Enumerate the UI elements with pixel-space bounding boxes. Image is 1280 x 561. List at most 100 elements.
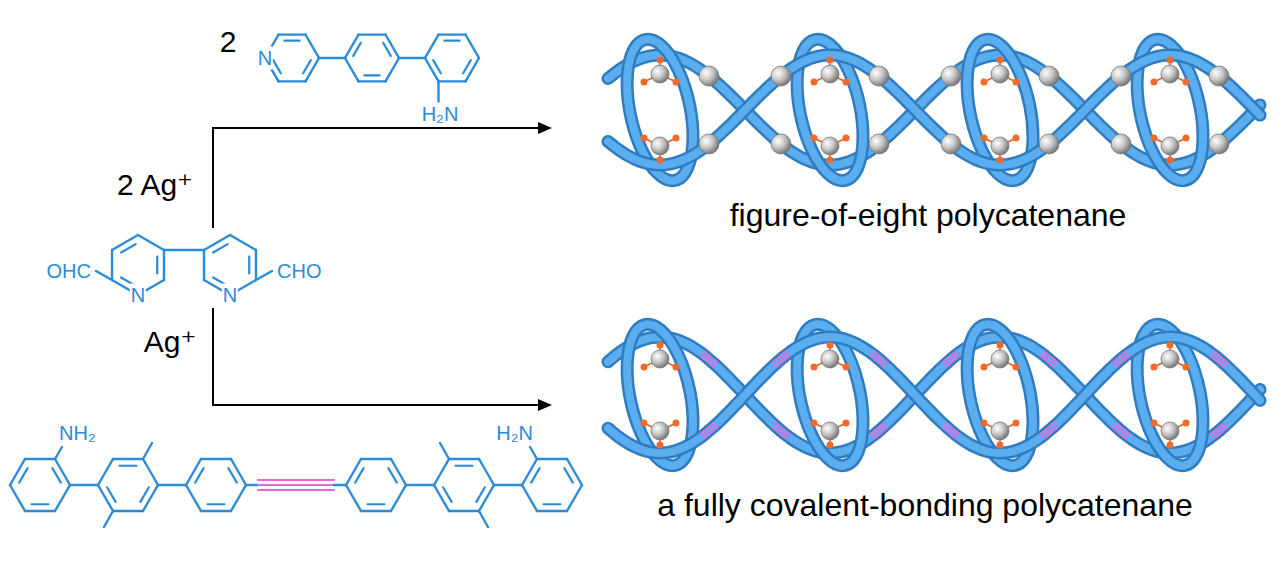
- ring-bond: [346, 485, 361, 511]
- ring-bond: [55, 485, 70, 511]
- donor-atom: [1183, 364, 1190, 371]
- donor-atom: [673, 79, 680, 86]
- donor-atom: [843, 79, 850, 86]
- double-bond: [463, 60, 471, 73]
- donor-atom: [1151, 420, 1158, 427]
- silver-ion: [941, 134, 961, 154]
- ring-bond: [279, 33, 306, 35]
- silver-ion: [869, 134, 889, 154]
- double-bond: [140, 487, 148, 502]
- double-bond: [213, 244, 228, 252]
- amine-bond: [437, 81, 439, 102]
- silver-ion: [1161, 65, 1179, 83]
- silver-ion: [1039, 134, 1059, 154]
- double-bond: [228, 468, 236, 483]
- double-bond: [433, 60, 441, 73]
- donor-atom: [1167, 157, 1174, 164]
- double-bond: [52, 468, 60, 483]
- ring-bond: [359, 33, 386, 35]
- ring-bond: [522, 485, 537, 511]
- donor-atom: [1183, 135, 1190, 142]
- silver-ion: [869, 66, 889, 86]
- atom-label: N: [130, 284, 146, 307]
- bond-line: [164, 249, 204, 251]
- helix-strand: [608, 55, 1260, 165]
- ring-bond: [113, 458, 143, 460]
- donor-atom: [673, 135, 680, 142]
- silver-ion: [699, 66, 719, 86]
- ring-bond: [306, 35, 320, 58]
- donor-atom: [1167, 342, 1174, 349]
- alkyne-mark: [1210, 356, 1224, 368]
- helix-strand: [608, 55, 1260, 165]
- donor-atom: [981, 135, 988, 142]
- alkyne-bond: [258, 479, 334, 481]
- atom-label: NH₂: [58, 422, 97, 445]
- double-bond: [353, 43, 361, 56]
- ring-bond: [386, 58, 400, 81]
- donor-atom: [811, 420, 818, 427]
- donor-atom: [1013, 79, 1020, 86]
- methyl-bond: [143, 443, 152, 459]
- ring-bond: [346, 459, 361, 485]
- silver-ion: [771, 66, 791, 86]
- donor-atom: [997, 442, 1004, 449]
- ring-bond: [522, 459, 537, 485]
- bond-line: [158, 484, 186, 486]
- silver-ion: [1161, 350, 1179, 368]
- ring-bond: [537, 510, 567, 512]
- bond-line: [494, 484, 522, 486]
- ring-bond: [359, 80, 386, 82]
- donor-atom: [673, 364, 680, 371]
- silver-ion: [991, 422, 1009, 440]
- double-bond: [284, 40, 299, 42]
- helix-strand: [608, 337, 1260, 453]
- donor-atom: [981, 364, 988, 371]
- bond-line: [70, 484, 98, 486]
- atom-label: OHC: [46, 260, 92, 283]
- double-bond: [531, 468, 539, 483]
- ring-bond: [361, 458, 391, 460]
- donor-atom: [1013, 135, 1020, 142]
- double-bond: [364, 74, 379, 76]
- ring-bond: [143, 485, 158, 511]
- donor-atom: [827, 442, 834, 449]
- ring-bond: [425, 58, 439, 81]
- donor-atom: [827, 57, 834, 64]
- alkyne-mark: [946, 356, 960, 368]
- silver-ion: [771, 134, 791, 154]
- silver-ion: [651, 350, 669, 368]
- donor-atom: [981, 79, 988, 86]
- donor-atom: [657, 57, 664, 64]
- donor-atom: [673, 420, 680, 427]
- alkyne-mark: [942, 427, 956, 439]
- atom-label: H₂N: [421, 103, 460, 126]
- alkyne-bond: [258, 489, 334, 491]
- reagent-label: Ag⁺: [144, 325, 197, 360]
- helix-strand: [608, 337, 1260, 453]
- silver-ion: [821, 350, 839, 368]
- reaction-arrow: [213, 128, 540, 228]
- donor-atom: [827, 157, 834, 164]
- silver-ion: [651, 65, 669, 83]
- ring-bond: [434, 485, 449, 511]
- donor-atom: [1167, 442, 1174, 449]
- ring-bond: [466, 58, 480, 81]
- alkyne-mark: [874, 427, 888, 439]
- double-bond: [208, 503, 225, 505]
- ring-bond: [55, 459, 70, 485]
- donor-atom: [1151, 364, 1158, 371]
- ring-bond: [279, 80, 306, 82]
- ring-bond: [201, 510, 231, 512]
- bond-line: [406, 484, 434, 486]
- silver-ion: [1111, 134, 1131, 154]
- ring-bond: [186, 485, 201, 511]
- helix-strand: [608, 55, 1260, 165]
- reaction-arrow: [213, 308, 540, 405]
- ring-bond: [25, 458, 55, 460]
- double-bond: [195, 468, 203, 483]
- alkyne-mark: [1040, 356, 1054, 368]
- silver-ion: [651, 422, 669, 440]
- donor-atom: [657, 157, 664, 164]
